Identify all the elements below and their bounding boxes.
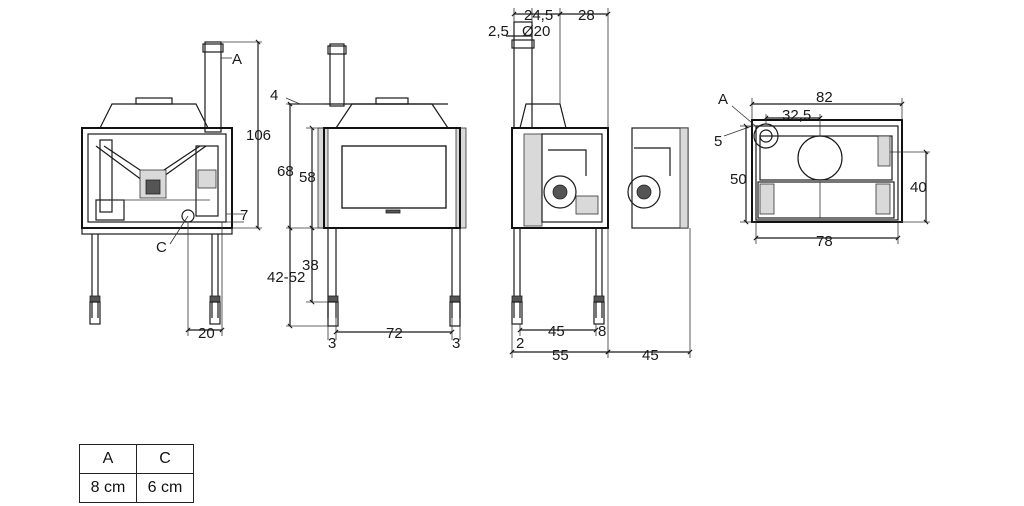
dim-2: 2 <box>516 335 524 352</box>
dim-72: 72 <box>386 325 403 342</box>
label-a-top: A <box>718 91 728 108</box>
legend-header-row: A C <box>79 444 194 474</box>
label-c-front: C <box>156 239 167 256</box>
dim-55: 55 <box>552 347 569 364</box>
dim-5: 5 <box>714 133 722 150</box>
legend-value-c: 6 cm <box>136 473 194 503</box>
dim-50: 50 <box>730 171 747 188</box>
top-plan-view: 82 32,5 A 5 50 40 78 <box>714 89 930 250</box>
dim-32-5: 32,5 <box>782 107 811 124</box>
dim-dia-20: Ø20 <box>522 23 550 40</box>
dim-3-left: 3 <box>328 335 336 352</box>
dim-24-5: 24,5 <box>524 7 553 24</box>
dim-2-5: 2,5 <box>488 23 509 40</box>
dim-68: 68 <box>277 163 294 180</box>
dim-82: 82 <box>816 89 833 106</box>
legend-table: A C 8 cm 6 cm <box>79 444 194 503</box>
front-elevation-view: 4 68 58 42-52 38 72 3 3 <box>267 43 467 352</box>
dim-8: 8 <box>598 323 606 340</box>
dim-45-outer: 45 <box>642 347 659 364</box>
dim-58: 58 <box>299 169 316 186</box>
dim-4: 4 <box>270 87 278 104</box>
legend-header-a: A <box>79 444 137 474</box>
front-section-view: A C 106 7 20 <box>81 39 271 342</box>
dim-106: 106 <box>246 127 271 144</box>
legend-value-row: 8 cm 6 cm <box>79 473 194 503</box>
legend-value-a: 8 cm <box>79 473 137 503</box>
dim-78: 78 <box>816 233 833 250</box>
dim-40: 40 <box>910 179 927 196</box>
dim-42-52: 42-52 <box>267 269 305 286</box>
dim-7: 7 <box>240 207 248 224</box>
dim-45-inner: 45 <box>548 323 565 340</box>
dim-38: 38 <box>302 257 319 274</box>
dim-20: 20 <box>198 325 215 342</box>
legend-header-c: C <box>136 444 194 474</box>
dim-28: 28 <box>578 7 595 24</box>
label-a-front: A <box>232 51 242 68</box>
side-section-view: 2,5 24,5 Ø20 28 2 45 8 55 45 <box>488 7 693 364</box>
dim-3-right: 3 <box>452 335 460 352</box>
